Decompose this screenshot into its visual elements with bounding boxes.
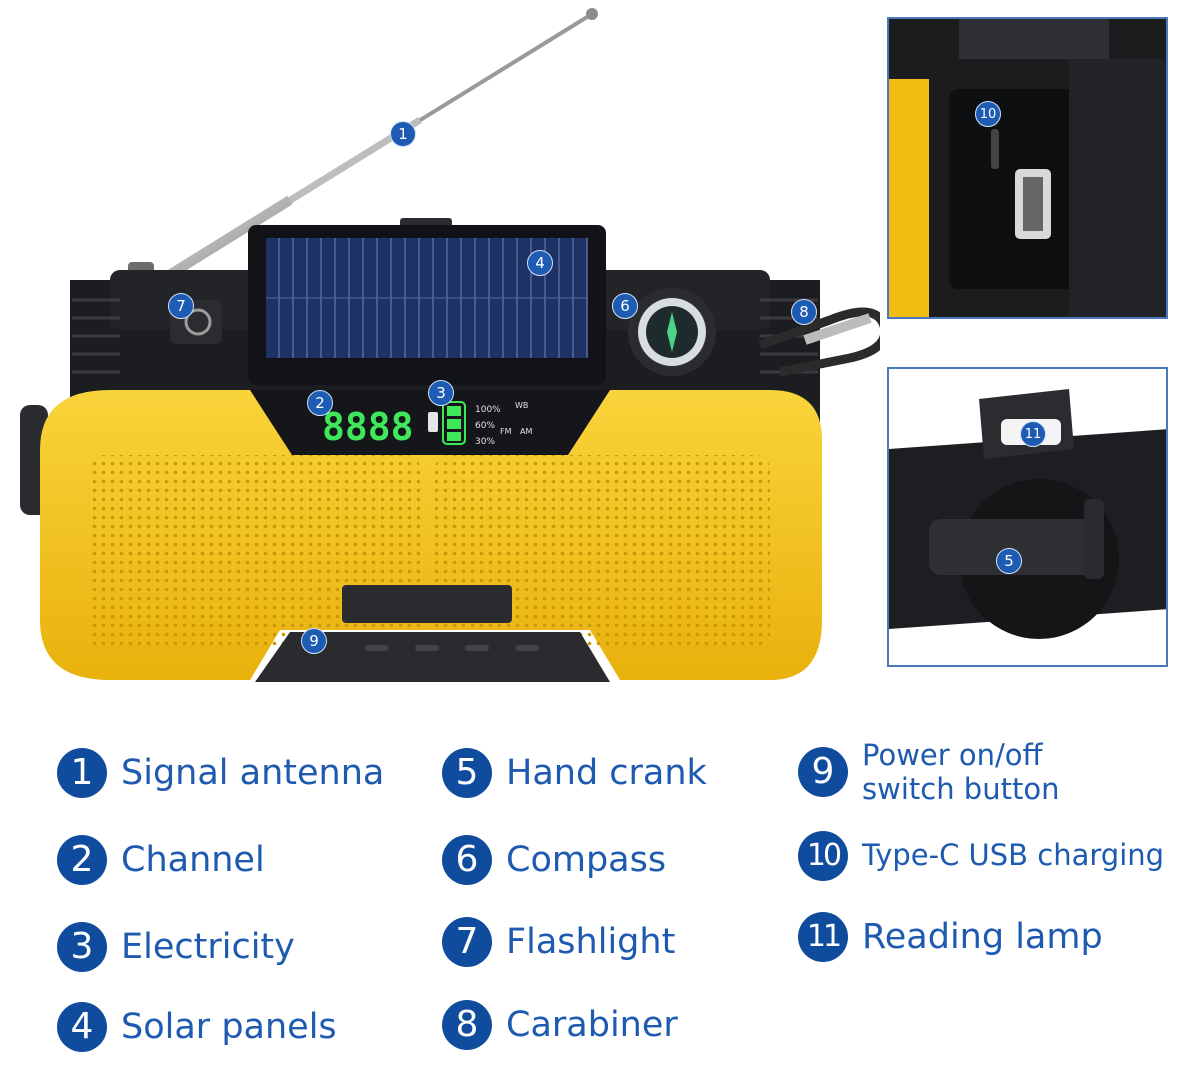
callout-10: 10 (975, 101, 1001, 127)
callout-7: 7 (168, 293, 194, 319)
legend-item-flashlight: 7 Flashlight (442, 917, 675, 967)
legend-badge: 10 (798, 831, 848, 881)
legend-item-power-button: 9 Power on/off switch button (798, 738, 1059, 806)
battery-indicator: 100% 60% 30% WB FM AM (428, 401, 532, 447)
product-illustration: 8888 100% 60% 30% WB FM AM (20, 8, 1168, 682)
callout-8: 8 (791, 299, 817, 325)
legend-label: Reading lamp (862, 916, 1103, 957)
battery-label-60: 60% (475, 421, 495, 431)
legend-badge: 9 (798, 747, 848, 798)
power-button (255, 632, 610, 682)
legend-label: Compass (506, 839, 667, 880)
legend-label-line1: Power on/off (862, 738, 1043, 772)
carabiner (758, 307, 880, 377)
callout-3: 3 (428, 380, 454, 406)
legend-label: Hand crank (506, 752, 707, 793)
inset-usb-port (887, 17, 1168, 319)
legend-label: Carabiner (506, 1004, 678, 1045)
legend-item-electricity: 3 Electricity (57, 922, 295, 972)
legend-item-usb-charging: 10 Type-C USB charging (798, 831, 1164, 881)
legend-item-reading-lamp: 11 Reading lamp (798, 912, 1103, 962)
legend-badge: 11 (798, 912, 848, 962)
legend-badge: 7 (442, 917, 492, 967)
solar-panel (248, 218, 606, 385)
legend-item-hand-crank: 5 Hand crank (442, 748, 707, 798)
legend-item-compass: 6 Compass (442, 835, 666, 885)
legend-badge: 4 (57, 1002, 107, 1052)
callout-6: 6 (612, 293, 638, 319)
legend-badge: 3 (57, 922, 107, 972)
legend-badge: 8 (442, 1000, 492, 1050)
band-label-am: AM (520, 427, 532, 436)
front-light-bar (342, 585, 512, 623)
speaker-grille-left (90, 455, 420, 650)
legend-label: Signal antenna (121, 752, 385, 793)
legend-badge: 1 (57, 748, 107, 798)
speaker-grille-right (435, 455, 770, 650)
radio-main-view: 8888 100% 60% 30% WB FM AM (20, 8, 880, 682)
legend-item-channel: 2 Channel (57, 835, 265, 885)
legend-item-signal-antenna: 1 Signal antenna (57, 748, 384, 798)
callout-5: 5 (996, 548, 1022, 574)
legend-badge: 5 (442, 748, 492, 798)
band-label-wb: WB (515, 401, 528, 410)
callout-4: 4 (527, 250, 553, 276)
legend-label-line2: switch button (862, 772, 1060, 807)
legend-label: Channel (121, 839, 265, 880)
legend-label: Solar panels (121, 1006, 337, 1047)
legend-label: Flashlight (506, 921, 676, 962)
legend: 1 Signal antenna 2 Channel 3 Electricity… (0, 700, 1200, 1092)
legend-badge: 2 (57, 835, 107, 885)
band-label-fm: FM (500, 427, 512, 436)
legend-badge: 6 (442, 835, 492, 885)
battery-label-100: 100% (475, 405, 501, 415)
legend-label: Power on/off switch button (862, 738, 1059, 806)
callout-11: 11 (1020, 421, 1046, 447)
compass (628, 288, 716, 376)
legend-label: Electricity (121, 926, 295, 967)
display-digits: 8888 (322, 405, 414, 449)
legend-item-carabiner: 8 Carabiner (442, 1000, 678, 1050)
legend-item-solar-panels: 4 Solar panels (57, 1002, 337, 1052)
callout-9: 9 (301, 628, 327, 654)
callout-1: 1 (390, 121, 416, 147)
callout-2: 2 (307, 390, 333, 416)
legend-label: Type-C USB charging (862, 838, 1165, 873)
battery-label-30: 30% (475, 437, 495, 447)
inset-hand-crank (887, 367, 1168, 667)
